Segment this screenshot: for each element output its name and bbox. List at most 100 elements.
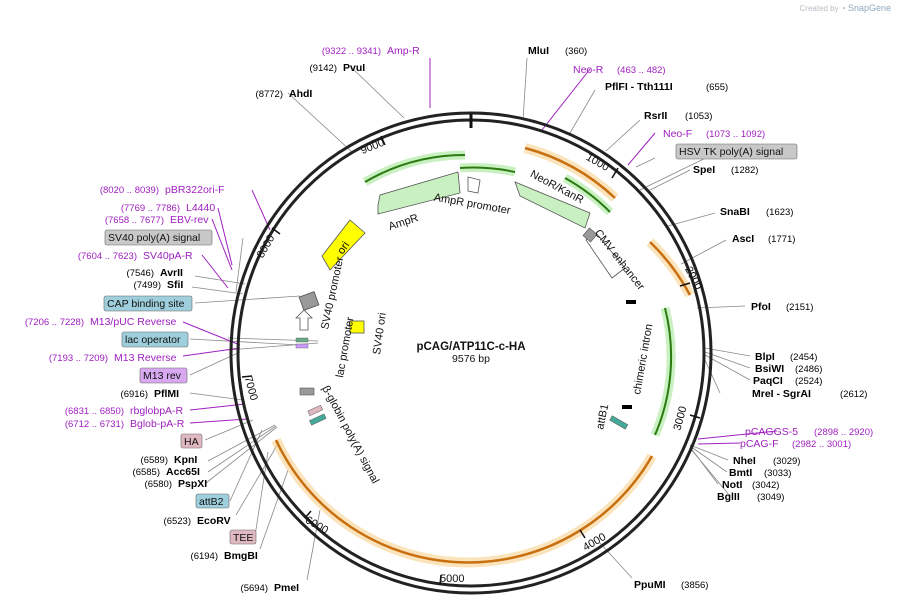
enzyme-blpi[interactable]: BlpI <box>755 351 775 363</box>
enzyme-ppumi[interactable]: PpuMI <box>634 579 666 591</box>
primer-m13rev[interactable]: M13 Reverse <box>114 352 177 364</box>
enzyme-avrii[interactable]: AvrII <box>160 267 183 279</box>
primer-ampr-pos: (9322 .. 9341) <box>322 46 381 57</box>
attb2-box[interactable] <box>195 493 230 509</box>
enzyme-pvui[interactable]: PvuI <box>343 62 365 74</box>
beta-globin-block <box>299 387 315 396</box>
primer-ebvrev[interactable]: EBV-rev <box>170 214 209 226</box>
enzyme-rsrii[interactable]: RsrII <box>644 110 667 122</box>
enzyme-pflfi[interactable]: PflFI - Tth111I <box>605 81 673 93</box>
enzyme-pspxi[interactable]: PspXI <box>178 478 207 490</box>
enzyme-pfoi-pos: (2151) <box>786 302 813 313</box>
enzyme-pflmi[interactable]: PflMI <box>154 388 179 400</box>
primer-l4440[interactable]: L4440 <box>186 202 215 214</box>
enzyme-kpni[interactable]: KpnI <box>174 454 197 466</box>
primer-bglobpa[interactable]: Bglob-pA-R <box>130 418 185 430</box>
primer-rbglobpa[interactable]: rbglobpA-R <box>130 405 184 417</box>
tee-box[interactable] <box>229 529 257 545</box>
enzyme-spei-pos: (1282) <box>731 165 758 176</box>
enzyme-bglii[interactable]: BglII <box>717 491 740 503</box>
enzyme-mrei[interactable]: MreI - SgrAI <box>752 388 811 400</box>
sv40-polya-box[interactable] <box>104 229 213 246</box>
enzyme-mlui[interactable]: MluI <box>528 45 549 57</box>
green-arc-4 <box>654 307 673 436</box>
enzyme-acc65i[interactable]: Acc65I <box>166 466 200 478</box>
ha-box[interactable] <box>180 433 203 449</box>
primer-sv40par[interactable]: SV40pA-R <box>143 250 193 262</box>
enzyme-ahdi[interactable]: AhdI <box>289 88 312 100</box>
lac-operator-box[interactable] <box>121 331 189 348</box>
green-arc-2 <box>459 166 516 173</box>
tick-3000: 3000 <box>672 405 690 432</box>
cap-box[interactable] <box>103 295 193 312</box>
credit-prefix: Created by <box>799 4 839 13</box>
enzyme-asci[interactable]: AscI <box>732 233 754 245</box>
sv40-polya-label: SV40 poly(A) signal <box>108 232 200 244</box>
enzyme-ppumi-pos: (3856) <box>681 580 708 591</box>
tick-marks <box>241 135 701 586</box>
hsv-tk-box[interactable] <box>675 143 798 160</box>
m13-rev-block <box>295 343 309 349</box>
enzyme-kpni-pos: (6589) <box>141 455 168 466</box>
attb2-block <box>309 413 327 426</box>
enzyme-ecorv[interactable]: EcoRV <box>197 515 231 527</box>
cap-label: CAP binding site <box>107 298 185 310</box>
enzyme-noti[interactable]: NotI <box>722 479 742 491</box>
primer-leaders <box>182 58 778 445</box>
enzyme-noti-pos: (3042) <box>752 480 779 491</box>
ori-arrow <box>321 219 366 271</box>
orange-feature-2 <box>649 241 692 296</box>
attb2-label: attB2 <box>199 496 224 508</box>
green-arc-1 <box>364 153 466 183</box>
m13rev-box[interactable] <box>139 367 188 384</box>
primer-pcaggs5-pos: (2898 .. 2920) <box>814 427 873 438</box>
enzyme-pmei[interactable]: PmeI <box>274 582 299 594</box>
enzyme-nhei[interactable]: NheI <box>733 455 756 467</box>
green-arc-3 <box>564 177 611 213</box>
ori-label: ori <box>335 240 352 257</box>
enzyme-bmgbi-pos: (6194) <box>191 551 218 562</box>
enzyme-bmti[interactable]: BmtI <box>729 467 752 479</box>
credit: Created by ◔ SnapGene <box>800 3 892 13</box>
tick-7000: 7000 <box>242 375 260 402</box>
enzyme-sfii[interactable]: SfiI <box>167 279 183 291</box>
ampr-label: AmpR <box>387 212 420 233</box>
enzyme-pvui-pos: (9142) <box>310 63 337 74</box>
enzyme-bsiwi[interactable]: BsiWI <box>755 363 784 375</box>
primer-neof[interactable]: Neo-F <box>663 128 692 140</box>
primer-pcaggs5[interactable]: pCAGGS-5 <box>745 426 798 438</box>
primer-labels: (9322 .. 9341) Amp-R Neo-R (463 .. 482) … <box>25 45 873 450</box>
sv40-ori-label: SV40 ori <box>371 312 389 355</box>
plasmid-name: pCAG/ATP11C-c-HA <box>416 341 525 353</box>
sv40-ori-box <box>349 320 365 334</box>
ampr-promoter-label: AmpR promoter <box>433 192 512 217</box>
primer-pbr322[interactable]: pBR322ori-F <box>165 184 225 196</box>
credit-brand: SnapGene <box>847 3 891 13</box>
primer-rbglobpa-pos: (6831 .. 6850) <box>65 406 124 417</box>
enzyme-snabi-pos: (1623) <box>766 207 793 218</box>
chimeric-intron-label: chimeric intron <box>631 323 655 396</box>
primer-ebvrev-pos: (7658 .. 7677) <box>105 215 164 226</box>
primer-ampr[interactable]: Amp-R <box>387 45 420 57</box>
enzyme-bmti-pos: (3033) <box>764 468 791 479</box>
enzyme-paqci[interactable]: PaqCI <box>753 375 783 387</box>
primer-pbr322-pos: (8020 .. 8039) <box>100 185 159 196</box>
left-enzyme-labels: (9142) PvuI (8772) AhdI (7546) AvrII (74… <box>121 62 366 594</box>
lac-promoter-label: lac promoter <box>334 316 356 379</box>
enzyme-pfoi[interactable]: PfoI <box>751 301 771 313</box>
ampr-arrow <box>377 171 461 215</box>
tick-6000: 6000 <box>303 514 330 537</box>
primer-neor[interactable]: Neo-R <box>573 64 604 76</box>
tick-5000: 5000 <box>440 573 464 585</box>
ha-block <box>307 404 323 417</box>
neor-arrow <box>514 181 591 229</box>
primer-pcagf[interactable]: pCAG-F <box>740 438 779 450</box>
enzyme-ahdi-pos: (8772) <box>256 89 283 100</box>
enzyme-pflmi-pos: (6916) <box>121 389 148 400</box>
backbone-outer-ring <box>229 111 713 595</box>
enzyme-sfii-pos: (7499) <box>134 280 161 291</box>
enzyme-spei[interactable]: SpeI <box>693 164 715 176</box>
enzyme-snabi[interactable]: SnaBI <box>720 206 750 218</box>
primer-m13puc[interactable]: M13/pUC Reverse <box>90 316 177 328</box>
enzyme-bmgbi[interactable]: BmgBI <box>224 550 258 562</box>
